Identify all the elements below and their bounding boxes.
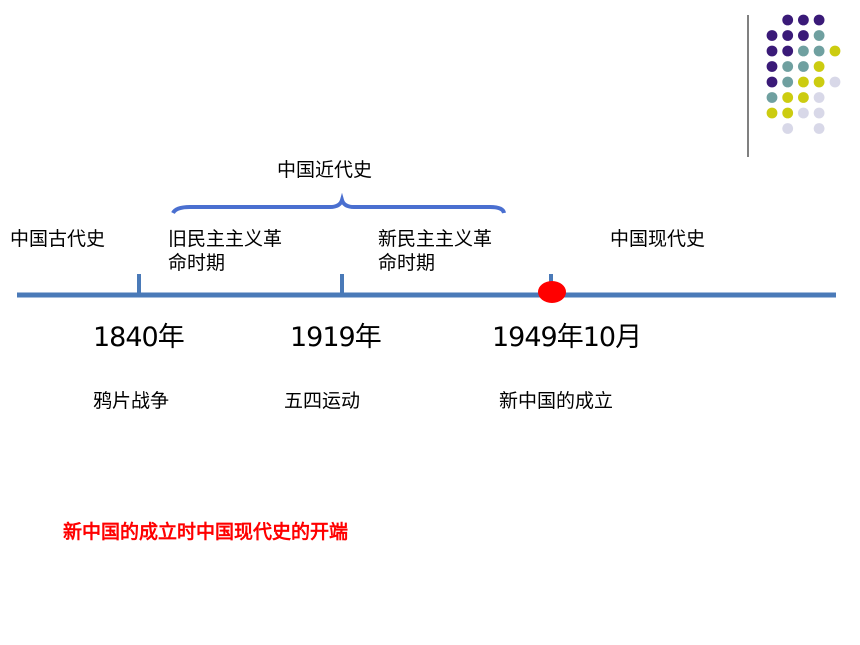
decor-dot — [798, 76, 809, 88]
decor-dot — [782, 76, 794, 88]
decorative-dot-grid — [766, 14, 841, 134]
decor-dot — [782, 92, 794, 103]
year-1949: 1949年10月 — [492, 322, 642, 353]
decor-dot — [766, 30, 778, 41]
old-democratic-line-2: 命时期 — [168, 252, 226, 274]
decor-dot — [766, 92, 778, 103]
decor-dot — [766, 76, 778, 88]
decor-dot — [813, 76, 825, 88]
year-1919: 1919年 — [290, 322, 382, 353]
decor-dot — [813, 14, 825, 26]
decor-dot — [813, 30, 825, 41]
decor-dot — [798, 61, 809, 72]
decor-dot — [766, 61, 778, 72]
decor-dot — [782, 107, 794, 119]
decor-dot — [782, 30, 794, 41]
conclusion-text: 新中国的成立时中国现代史的开端 — [63, 521, 349, 543]
decor-dot — [798, 92, 809, 103]
decor-dot — [766, 107, 778, 119]
decor-dot — [813, 45, 825, 57]
decor-dot — [813, 92, 825, 103]
old-democratic-line-1: 旧民主主义革 — [168, 228, 283, 250]
new-democratic-line-2: 命时期 — [378, 252, 436, 274]
decor-dot — [798, 45, 809, 57]
decor-dot — [798, 107, 809, 119]
decor-dot — [813, 123, 825, 134]
decor-dot — [829, 76, 841, 88]
decor-dot — [798, 30, 809, 41]
decor-dot — [813, 107, 825, 119]
modern-history-brace — [171, 192, 506, 215]
event-opium-war: 鸦片战争 — [93, 390, 170, 412]
event-prc-founding: 新中国的成立 — [499, 390, 614, 412]
contemporary-history-label: 中国现代史 — [610, 228, 706, 250]
decor-dot — [766, 45, 778, 57]
modern-history-label: 中国近代史 — [277, 159, 373, 181]
new-democratic-period-label: 新民主主义革 命时期 — [378, 227, 492, 275]
founding-marker — [538, 281, 566, 303]
decor-dot — [813, 61, 825, 72]
decor-dot — [782, 123, 794, 134]
decor-dot — [798, 14, 809, 26]
decor-dot — [782, 14, 794, 26]
decor-dot — [782, 45, 794, 57]
old-democratic-period-label: 旧民主主义革 命时期 — [168, 227, 282, 275]
ancient-history-label: 中国古代史 — [10, 228, 106, 250]
new-democratic-line-1: 新民主主义革 — [378, 228, 493, 250]
decor-dot — [782, 61, 794, 72]
event-may-fourth: 五四运动 — [284, 390, 361, 412]
year-1840: 1840年 — [93, 322, 185, 353]
decor-dot — [829, 45, 841, 57]
